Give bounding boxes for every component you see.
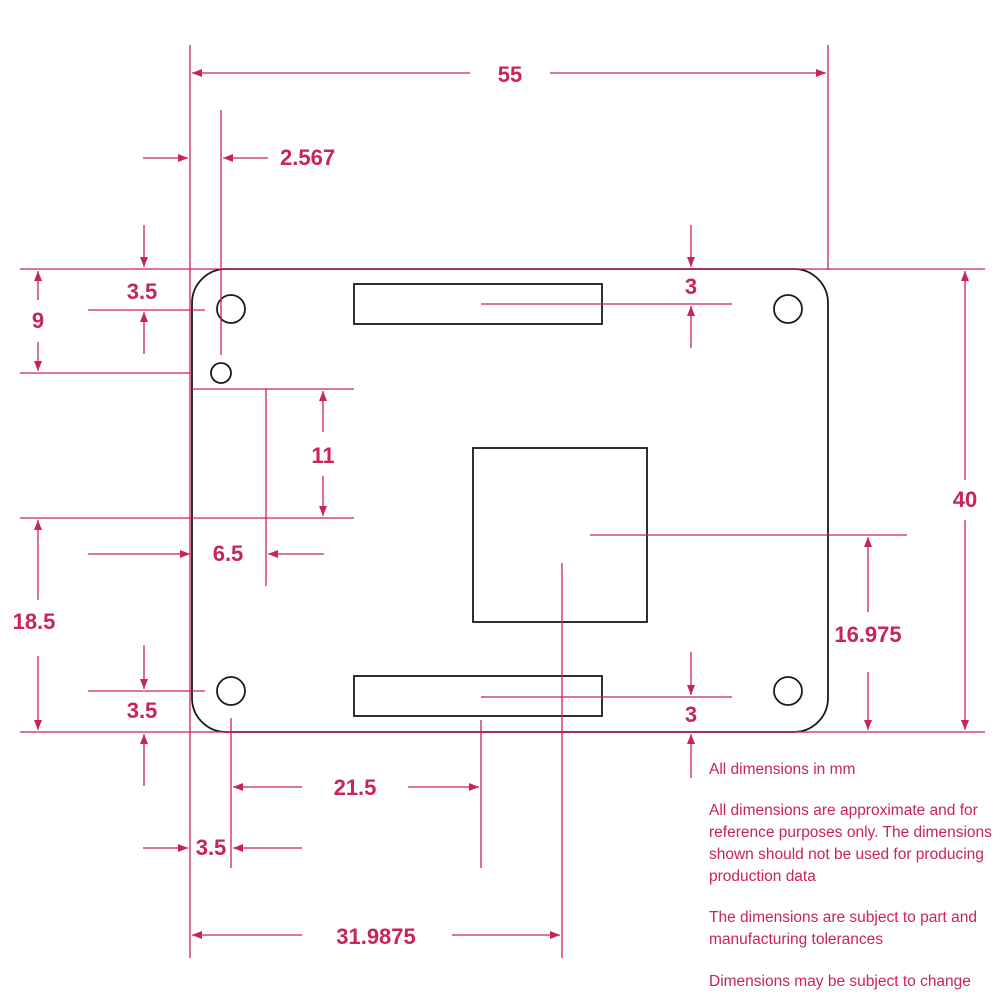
dimension-arrows bbox=[34, 69, 969, 939]
dim-block-x: 6.5 bbox=[213, 541, 244, 566]
note-tolerance-line-1: The dimensions are subject to part and bbox=[709, 909, 977, 926]
board bbox=[191, 268, 829, 733]
dim-bottom-hole-x: 3.5 bbox=[196, 835, 227, 860]
note-approx-line-2: reference purposes only. The dimensions bbox=[709, 824, 992, 841]
mounting-hole-bottom-right bbox=[773, 676, 803, 706]
note-units: All dimensions in mm bbox=[709, 761, 855, 778]
mounting-hole-bottom-left bbox=[216, 676, 246, 706]
dimension-labels: 55 2.567 3.5 9 3 11 6.5 40 18.5 16.975 3… bbox=[13, 62, 978, 949]
dim-test-hole-x: 2.567 bbox=[280, 145, 335, 170]
extension-lines bbox=[20, 45, 985, 958]
note-approx-line-3: shown should not be used for producing bbox=[709, 846, 984, 863]
test-hole bbox=[210, 362, 232, 384]
dim-connector-x: 21.5 bbox=[334, 775, 377, 800]
bottom-connector bbox=[353, 675, 603, 717]
dim-overall-height: 40 bbox=[953, 487, 977, 512]
dim-connector-bottom: 3 bbox=[685, 702, 697, 727]
note-approx-line-4: production data bbox=[709, 868, 816, 885]
dim-chip-y: 16.975 bbox=[834, 622, 901, 647]
mounting-hole-top-right bbox=[773, 294, 803, 324]
dim-top-hole-y: 3.5 bbox=[127, 279, 158, 304]
dim-test-hole-y: 9 bbox=[32, 308, 44, 333]
note-approx-line-1: All dimensions are approximate and for bbox=[709, 802, 978, 819]
mounting-hole-top-left bbox=[216, 294, 246, 324]
dim-block-y: 18.5 bbox=[13, 609, 56, 634]
dim-connector-top: 3 bbox=[685, 274, 697, 299]
dim-bottom-hole-y: 3.5 bbox=[127, 698, 158, 723]
dim-chip-x: 31.9875 bbox=[336, 924, 416, 949]
dim-overall-width: 55 bbox=[498, 62, 522, 87]
note-change: Dimensions may be subject to change bbox=[709, 973, 971, 990]
notes: All dimensions in mm All dimensions are … bbox=[709, 761, 992, 990]
dim-block-height: 11 bbox=[311, 443, 334, 468]
note-tolerance-line-2: manufacturing tolerances bbox=[709, 931, 883, 948]
